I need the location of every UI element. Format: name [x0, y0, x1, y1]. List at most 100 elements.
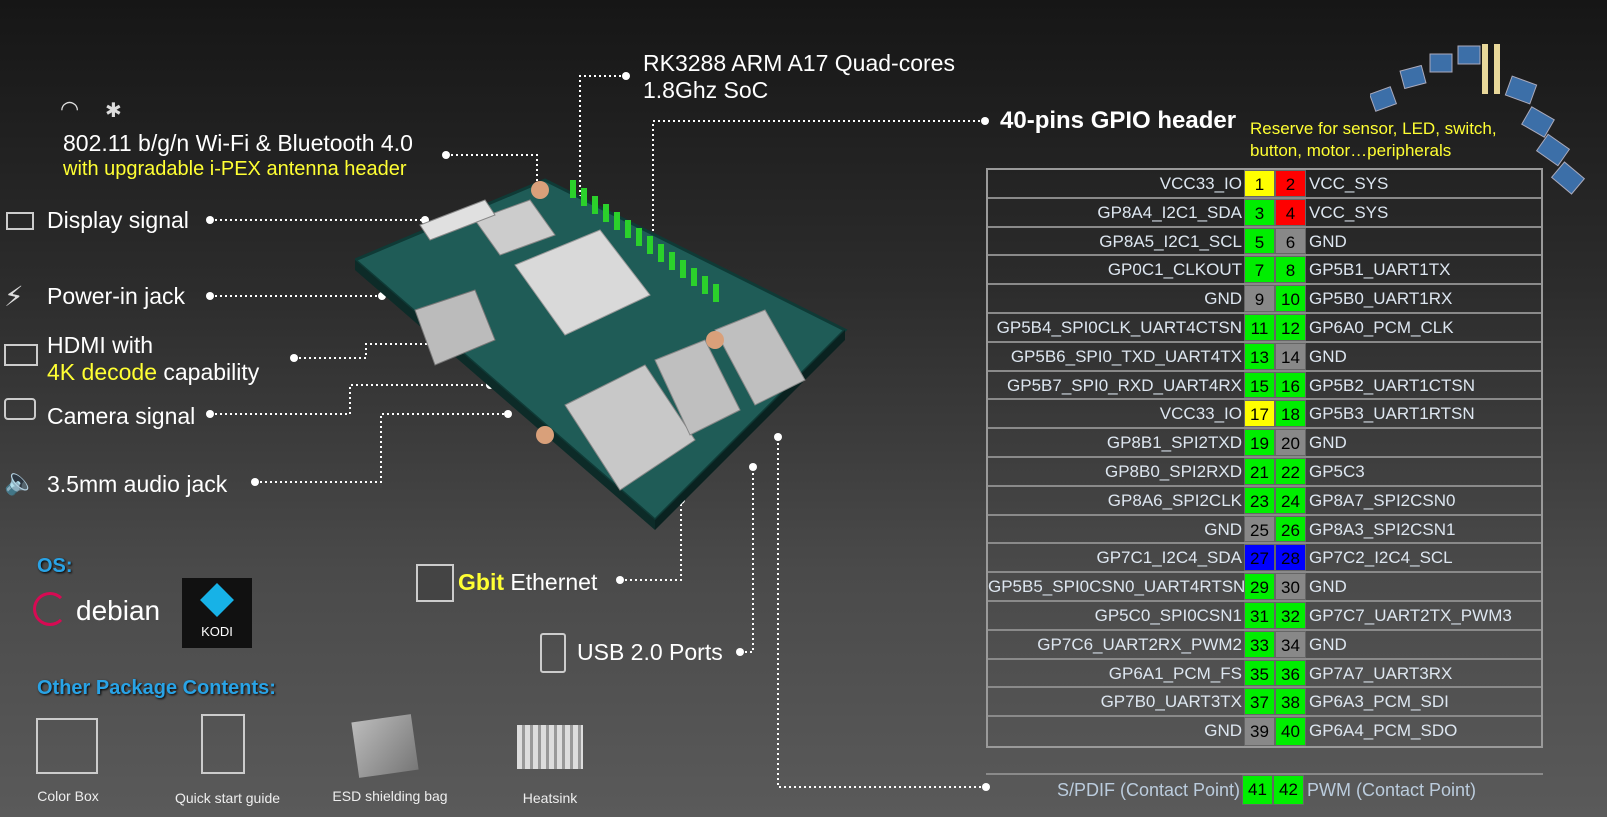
gpio-right-signal: GP5B3_UART1RTSN — [1309, 404, 1475, 424]
gpio-right-signal: GND — [1309, 433, 1347, 453]
package-heading: Other Package Contents: — [37, 677, 276, 699]
gpio-right-signal: GP6A3_PCM_SDI — [1309, 692, 1449, 712]
pin-20: 20 — [1275, 429, 1306, 456]
gpio-pins — [570, 180, 719, 302]
pin-7: 7 — [1244, 256, 1275, 284]
pin-25: 25 — [1244, 515, 1275, 543]
gpio-left-signal: GP6A1_PCM_FS — [1108, 663, 1242, 683]
monitor-icon — [4, 344, 38, 366]
audio-label: 3.5mm audio jack — [47, 471, 228, 497]
pin-17: 17 — [1244, 400, 1275, 428]
debian-logo-icon — [33, 592, 67, 626]
pin-30: 30 — [1275, 573, 1306, 600]
ethernet-highlight: Gbit — [458, 569, 504, 595]
pin-40: 40 — [1275, 717, 1306, 746]
pin-31: 31 — [1244, 601, 1275, 629]
pin-35: 35 — [1244, 659, 1275, 687]
color-box-label: Color Box — [37, 788, 99, 804]
quick-start-guide-icon — [201, 714, 245, 774]
os-heading: OS: — [37, 555, 73, 577]
gpio-right-signal: GP5B2_UART1CTSN — [1309, 375, 1475, 395]
gpio-left-signal: GND — [1204, 721, 1242, 741]
gpio-right-signal: GP7C7_UART2TX_PWM3 — [1309, 605, 1512, 625]
pin-27: 27 — [1244, 544, 1275, 572]
pin-42: 42 — [1273, 775, 1304, 805]
gpio-note-line1: Reserve for sensor, LED, switch, — [1250, 119, 1497, 138]
kodi-logo: KODI — [182, 578, 252, 648]
display-label: Display signal — [47, 207, 189, 233]
pin-1: 1 — [1244, 170, 1275, 197]
camera-icon — [4, 398, 36, 420]
spdif-label: S/PDIF (Contact Point) — [1056, 780, 1240, 800]
gpio-left-signal: GP8B1_SPI2TXD — [1106, 433, 1242, 453]
pin-22: 22 — [1275, 457, 1306, 485]
pin-26: 26 — [1275, 515, 1306, 543]
soc-speed-label: 1.8Ghz SoC — [643, 77, 769, 103]
gpio-right-signal: GP7A7_UART3RX — [1309, 663, 1453, 683]
gpio-right-signal: VCC_SYS — [1309, 174, 1389, 193]
hdmi-rest: capability — [156, 359, 260, 385]
pin-34: 34 — [1275, 630, 1306, 658]
hdmi-capability-label: 4K decode capability — [47, 359, 259, 386]
pin-9: 9 — [1244, 285, 1275, 312]
pin-3: 3 — [1244, 198, 1275, 226]
pin-12: 12 — [1275, 313, 1306, 341]
gpio-right-signal: VCC_SYS — [1309, 202, 1389, 222]
quick-start-label: Quick start guide — [174, 790, 281, 806]
pin-39: 39 — [1244, 717, 1275, 746]
pin-6: 6 — [1275, 227, 1306, 255]
heatsink-label: Heatsink — [522, 790, 578, 806]
pin-41: 41 — [1242, 775, 1273, 805]
gpio-left-signal: GP5B7_SPI0_RXD_UART4RX — [1007, 375, 1242, 395]
ethernet-rest: Ethernet — [504, 569, 598, 595]
pin-21: 21 — [1244, 457, 1275, 485]
gpio-right-signal: GP5B0_UART1RX — [1309, 289, 1453, 309]
pin-8: 8 — [1275, 256, 1306, 284]
power-label: Power-in jack — [47, 283, 186, 309]
camera-label: Camera signal — [47, 403, 196, 429]
gpio-right-signal: GP6A0_PCM_CLK — [1309, 317, 1454, 337]
gpio-left-signal: GP5B6_SPI0_TXD_UART4TX — [1010, 346, 1242, 366]
hdmi-highlight: 4K decode — [47, 359, 157, 385]
pin-36: 36 — [1275, 659, 1306, 687]
esd-bag-label: ESD shielding bag — [332, 788, 448, 804]
gpio-left-signal: GP5B5_SPI0CSN0_UART4RTSN — [988, 577, 1244, 597]
pin-28: 28 — [1275, 544, 1306, 572]
gpio-left-signal: VCC33_IO — [1159, 404, 1242, 424]
pin-32: 32 — [1275, 601, 1306, 629]
sensor-modules-illustration — [1370, 44, 1586, 195]
gpio-left-signal: GP5C0_SPI0CSN1 — [1094, 605, 1242, 625]
usb-label: USB 2.0 Ports — [577, 639, 723, 665]
pin-16: 16 — [1275, 371, 1306, 399]
usb-icon — [540, 633, 566, 673]
ethernet-port-icon — [416, 564, 454, 602]
pin-5: 5 — [1244, 227, 1275, 255]
gpio-right-signal: GP8A3_SPI2CSN1 — [1309, 519, 1456, 539]
pin-38: 38 — [1275, 688, 1306, 716]
pwm-label: PWM (Contact Point) — [1307, 780, 1477, 800]
heatsink-icon — [517, 725, 583, 769]
gpio-left-signal: GP8A5_I2C1_SCL — [1099, 231, 1242, 251]
gpio-left-signal: GP0C1_CLKOUT — [1107, 260, 1242, 280]
pin-33: 33 — [1244, 630, 1275, 658]
ethernet-label: Gbit Ethernet — [458, 569, 597, 596]
gpio-right-signal: GP7C2_I2C4_SCL — [1309, 548, 1453, 568]
pin-24: 24 — [1275, 486, 1306, 514]
gpio-right-signal: GP6A4_PCM_SDO — [1309, 721, 1458, 741]
pin-4: 4 — [1275, 198, 1306, 226]
debian-label: debian — [76, 595, 161, 626]
board-illustration — [355, 178, 848, 530]
power-plug-icon: ⚡ — [4, 281, 24, 312]
